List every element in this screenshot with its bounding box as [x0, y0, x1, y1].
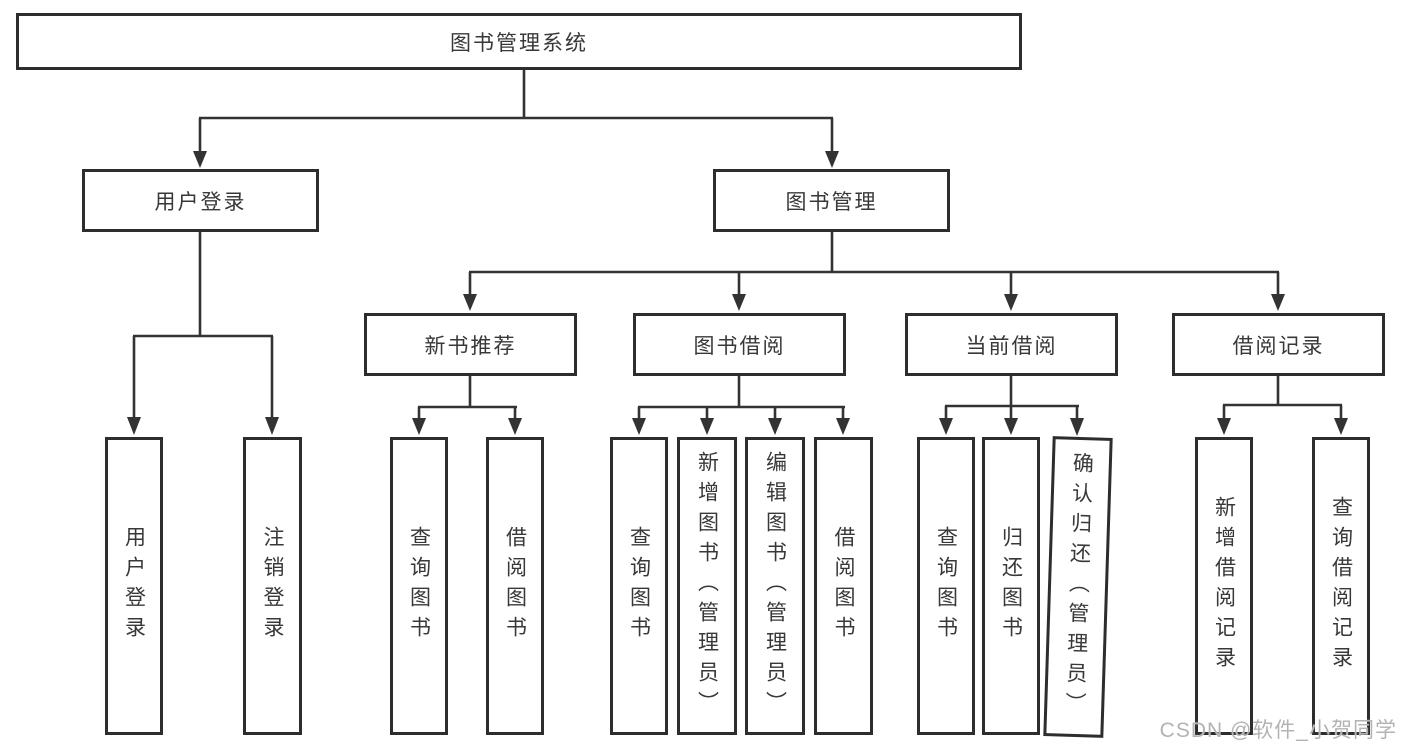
- node-add-books-admin: 新增图书（管理员）: [677, 437, 737, 735]
- node-label: 借阅图书: [503, 526, 527, 646]
- node-label: 用户登录: [154, 190, 247, 214]
- edges-borrow-records-to-leaves: [1217, 376, 1348, 435]
- node-book-management: 图书管理: [713, 169, 950, 232]
- node-label: 新书推荐: [424, 334, 517, 358]
- node-label: 归还图书: [999, 526, 1023, 646]
- node-user-login: 用户登录: [82, 169, 319, 232]
- node-add-borrow-record: 新增借阅记录: [1195, 437, 1253, 735]
- node-label: 查询图书: [627, 526, 651, 646]
- node-book-borrowing: 图书借阅: [633, 313, 846, 376]
- edges-new-books-to-leaves: [412, 376, 522, 435]
- node-borrow-books: 借阅图书: [814, 437, 873, 735]
- node-user-login-leaf: 用户登录: [105, 437, 163, 735]
- node-return-books: 归还图书: [982, 437, 1040, 735]
- node-label: 借阅图书: [832, 526, 855, 646]
- node-label: 图书管理系统: [450, 31, 588, 55]
- node-label: 确认归还（管理员）: [1062, 451, 1094, 723]
- node-query-books: 查询图书: [917, 437, 975, 735]
- node-label: 注销登录: [261, 526, 284, 646]
- edges-book-mgmt-to-level3: [463, 232, 1285, 311]
- node-label: 图书借阅: [693, 334, 786, 358]
- node-label: 借阅记录: [1232, 334, 1325, 358]
- node-library-management-system: 图书管理系统: [16, 13, 1022, 70]
- node-borrow-books: 借阅图书: [486, 437, 544, 735]
- node-edit-books-admin: 编辑图书（管理员）: [745, 437, 805, 735]
- edges-user-login-to-leaves: [127, 232, 279, 435]
- node-confirm-return-admin: 确认归还（管理员）: [1043, 436, 1113, 738]
- node-query-books: 查询图书: [610, 437, 668, 735]
- edges-current-borrow-to-leaves: [939, 376, 1084, 436]
- edges-root-to-level2: [193, 70, 839, 168]
- edges-book-borrow-to-leaves: [632, 376, 850, 435]
- node-borrowing-records: 借阅记录: [1172, 313, 1385, 376]
- node-label: 查询图书: [934, 526, 958, 646]
- node-label: 当前借阅: [965, 334, 1058, 358]
- node-label: 新增借阅记录: [1212, 496, 1236, 676]
- node-new-book-recommend: 新书推荐: [364, 313, 577, 376]
- node-query-books: 查询图书: [390, 437, 448, 735]
- node-query-borrow-record: 查询借阅记录: [1312, 437, 1370, 735]
- node-label: 图书管理: [785, 190, 878, 214]
- node-logout: 注销登录: [243, 437, 302, 735]
- node-label: 查询图书: [407, 526, 431, 646]
- csdn-watermark: CSDN @软件_小贺同学: [1159, 719, 1397, 742]
- node-label: 编辑图书（管理员）: [763, 451, 787, 721]
- node-label: 用户登录: [122, 526, 146, 646]
- node-label: 查询借阅记录: [1329, 496, 1353, 676]
- node-label: 新增图书（管理员）: [695, 451, 719, 721]
- node-current-borrowing: 当前借阅: [905, 313, 1118, 376]
